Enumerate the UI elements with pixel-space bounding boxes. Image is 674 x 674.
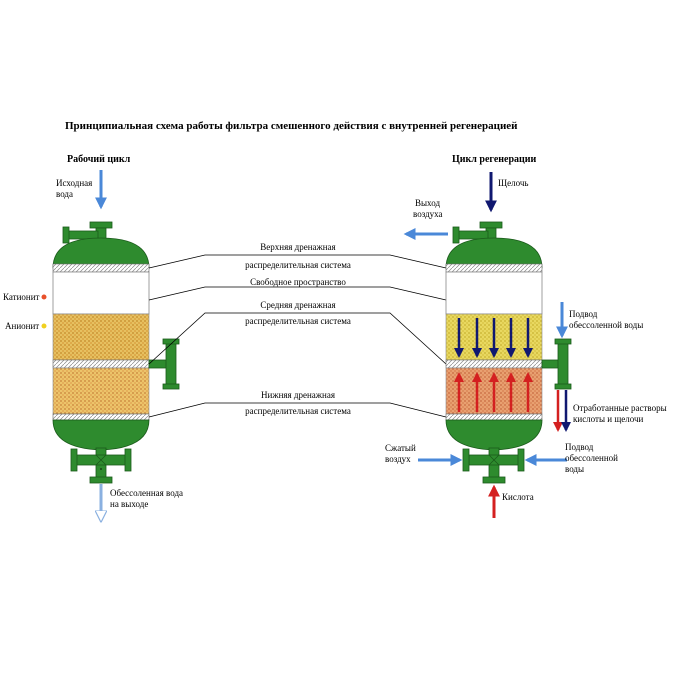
left-bottom-flange	[89, 476, 113, 484]
right-side-flange	[452, 226, 460, 244]
right-middle-drain	[445, 359, 543, 369]
leader-free-space	[148, 286, 447, 301]
right-filter: Цикл регенерации Щелочь Выход воздуха	[385, 154, 667, 518]
air-in-label-1: Сжатый	[385, 443, 416, 453]
alkali-label: Щелочь	[498, 178, 528, 188]
right-top-flange	[479, 221, 503, 229]
left-outlet-label-1: Обессоленная вода	[110, 488, 183, 498]
leader-lower-drain	[148, 402, 447, 418]
left-upper-drain	[52, 263, 150, 273]
right-mid-flange-bottom	[554, 383, 572, 390]
spent-label-1: Отработанные растворы	[573, 403, 667, 413]
right-side-pipe	[457, 230, 489, 240]
right-bottom-flange-left	[462, 448, 470, 472]
leader-upper-drain	[148, 254, 447, 269]
left-cation-layer	[52, 367, 150, 415]
upper-drain-label-1: Верхняя дренажная	[260, 242, 335, 252]
left-inlet-label-2: вода	[56, 189, 73, 199]
left-filter: Рабочий цикл Исходная вода	[3, 154, 183, 520]
legend-cation-dot	[41, 294, 47, 300]
right-bottom-flange-right	[517, 448, 525, 472]
middle-drain-label-1: Средняя дренажная	[260, 300, 335, 310]
left-bottom-flange-right	[124, 448, 132, 472]
right-mid-tee	[557, 342, 569, 386]
diagram-title: Принципиальная схема работы фильтра смеш…	[65, 120, 518, 132]
left-top-flange	[89, 221, 113, 229]
left-cycle-title: Рабочий цикл	[67, 154, 131, 165]
feed-bottom-label-1: Подвод	[565, 442, 594, 452]
left-mid-flange-top	[162, 338, 180, 345]
air-out-label-1: Выход	[415, 198, 440, 208]
left-inlet-label-1: Исходная	[56, 178, 92, 188]
right-upper-drain	[445, 263, 543, 273]
left-free-space	[52, 271, 150, 315]
lower-drain-label-2: распределительная система	[245, 406, 351, 416]
feed-bottom-label-2: обессоленной	[565, 453, 618, 463]
left-bottom-dome	[52, 419, 150, 451]
middle-drain-label-2: распределительная система	[245, 316, 351, 326]
right-bottom-dome	[445, 419, 543, 451]
legend-anion-label: Анионит	[5, 321, 39, 331]
lower-drain-label-1: Нижняя дренажная	[261, 390, 335, 400]
acid-flow-arrows	[454, 372, 533, 412]
right-top-dome	[445, 237, 543, 269]
left-mid-flange-bottom	[162, 383, 180, 390]
leader-middle-drain	[148, 312, 447, 365]
right-cross-mark	[488, 454, 500, 466]
left-anion-layer	[52, 313, 150, 361]
feed-bottom-label-3: воды	[565, 464, 584, 474]
legend-cation-label: Катионит	[3, 292, 40, 302]
center-labels: Верхняя дренажная распределительная сист…	[148, 242, 447, 418]
left-top-dome	[52, 237, 150, 269]
air-out-label-2: воздуха	[413, 209, 443, 219]
left-mid-tee	[165, 342, 177, 386]
right-lower-drain	[445, 413, 543, 421]
left-lower-drain	[52, 413, 150, 421]
acid-label: Кислота	[502, 492, 534, 502]
legend-anion-dot	[41, 323, 47, 329]
right-free-space	[445, 271, 543, 315]
left-side-flange	[62, 226, 70, 244]
right-mid-flange-top	[554, 338, 572, 345]
left-middle-drain	[52, 359, 150, 369]
right-bottom-flange	[482, 476, 506, 484]
feed-top-label-2: обессоленной воды	[569, 320, 643, 330]
left-bottom-flange-left	[70, 448, 78, 472]
feed-top-label-1: Подвод	[569, 309, 598, 319]
alkali-flow-arrows	[454, 318, 533, 358]
left-outlet-label-2: на выходе	[110, 499, 148, 509]
upper-drain-label-2: распределительная система	[245, 260, 351, 270]
spent-label-2: кислоты и щелочи	[573, 414, 644, 424]
air-in-label-2: воздух	[385, 454, 411, 464]
free-space-label: Свободное пространство	[250, 277, 346, 287]
right-cycle-title: Цикл регенерации	[452, 154, 537, 165]
left-cross-mark	[95, 454, 107, 466]
